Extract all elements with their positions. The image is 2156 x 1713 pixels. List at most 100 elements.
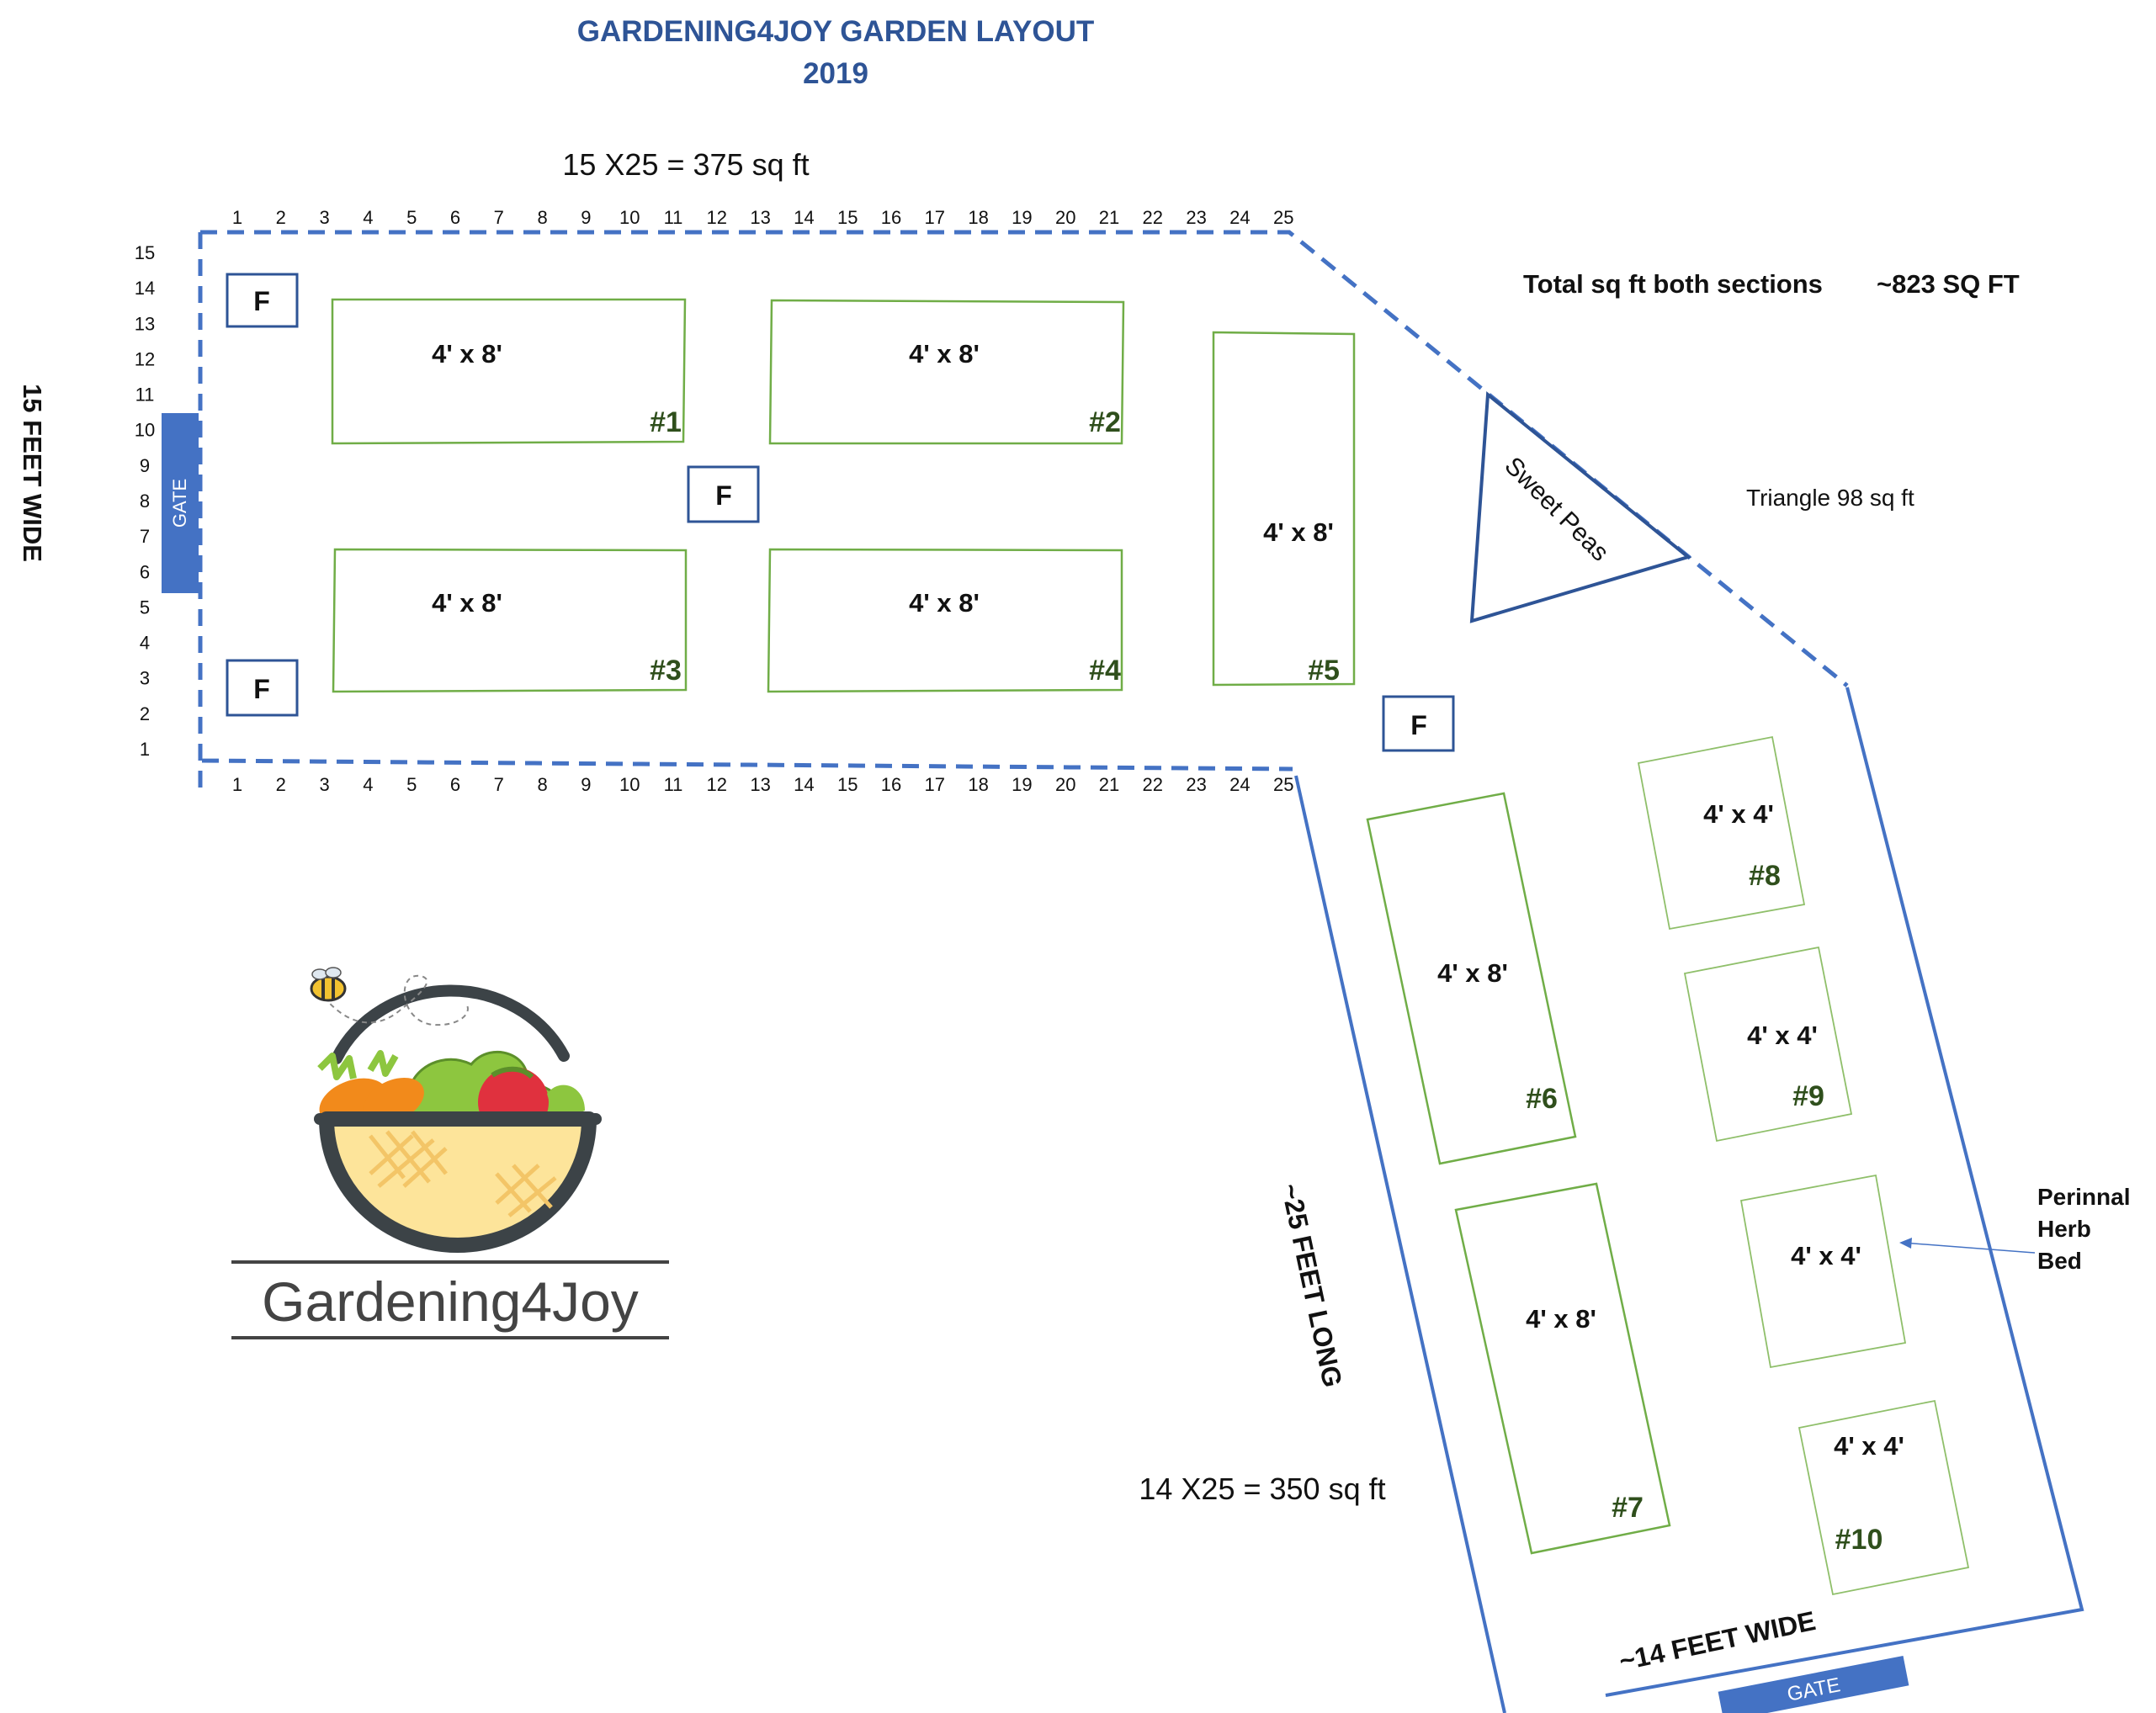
bottom-tick: 12 (707, 774, 727, 795)
section1-boundary (198, 230, 1849, 791)
page-title: GARDENING4JOY GARDEN LAYOUT (577, 15, 1095, 48)
bottom-tick: 1 (232, 774, 242, 795)
top-tick: 4 (363, 207, 373, 228)
bottom-tick: 7 (494, 774, 504, 795)
side-tick: 8 (140, 491, 150, 512)
top-tick: 12 (707, 207, 727, 228)
side-tick: 5 (140, 597, 150, 618)
top-tick: 23 (1186, 207, 1206, 228)
herb-note-line-2: Herb (2037, 1216, 2091, 1242)
svg-text:#6: #6 (1526, 1083, 1558, 1115)
bed-8: 4' x 4' #8 (1637, 735, 1806, 931)
section1-gate-label: GATE (169, 479, 190, 528)
svg-text:4' x 8': 4' x 8' (432, 339, 502, 369)
top-tick: 19 (1012, 207, 1032, 228)
svg-text:4' x 4': 4' x 4' (1703, 799, 1774, 829)
side-tick: 12 (135, 348, 155, 369)
top-tick: 25 (1273, 207, 1293, 228)
side-tick: 11 (135, 384, 155, 406)
bottom-tick: 19 (1012, 774, 1032, 795)
svg-text:#5: #5 (1308, 655, 1340, 687)
bee-icon (310, 967, 347, 1002)
top-tick: 9 (581, 207, 591, 228)
top-tick: 2 (276, 207, 286, 228)
svg-text:F: F (253, 674, 270, 704)
triangle-note: Triangle 98 sq ft (1746, 485, 1914, 511)
svg-text:#7: #7 (1612, 1492, 1644, 1524)
svg-text:4' x 4': 4' x 4' (1834, 1431, 1904, 1461)
totals-value: ~823 SQ FT (1877, 269, 2020, 299)
bed-4: 4' x 8' #4 (767, 548, 1123, 693)
svg-text:#8: #8 (1749, 860, 1781, 892)
gardening4joy-logo: Gardening4Joy (231, 967, 669, 1339)
section2-boundary (1294, 687, 2084, 1713)
bottom-tick: 16 (881, 774, 901, 795)
svg-text:#10: #10 (1835, 1524, 1883, 1556)
bottom-tick: 21 (1099, 774, 1119, 795)
feature-box-4: F (1382, 695, 1455, 752)
bottom-tick: 17 (925, 774, 945, 795)
section2-length-label: ~25 FEET LONG (1276, 1181, 1348, 1390)
side-tick: 6 (140, 561, 150, 582)
bed-1: 4' x 8' #1 (331, 298, 687, 445)
bottom-tick: 10 (619, 774, 640, 795)
side-tick: 10 (135, 420, 155, 441)
basket-bowl (319, 1111, 597, 1253)
side-tick: 7 (140, 526, 150, 547)
top-tick: 10 (619, 207, 640, 228)
herb-arrow (1902, 1242, 2036, 1254)
svg-text:#4: #4 (1089, 655, 1121, 687)
side-tick: 3 (140, 668, 150, 689)
svg-text:4' x 8': 4' x 8' (1437, 958, 1508, 988)
bottom-tick: 20 (1055, 774, 1075, 795)
svg-text:F: F (253, 286, 270, 316)
svg-text:#1: #1 (650, 406, 682, 438)
top-tick: 24 (1229, 207, 1250, 228)
svg-text:4' x 8': 4' x 8' (909, 588, 980, 618)
top-tick: 13 (750, 207, 770, 228)
basket-weave (369, 1130, 557, 1217)
page-year: 2019 (803, 57, 868, 90)
top-tick: 6 (450, 207, 460, 228)
feature-box-2: F (687, 465, 760, 523)
side-tick: 14 (135, 278, 155, 299)
top-tick: 21 (1099, 207, 1119, 228)
section1-gate (162, 413, 199, 593)
bed-6: 4' x 8' #6 (1366, 792, 1577, 1165)
section2-area-label: 14 X25 = 350 sq ft (1139, 1472, 1385, 1506)
bed-9: 4' x 4' #9 (1683, 946, 1853, 1143)
svg-text:#2: #2 (1089, 406, 1121, 438)
bed-2: 4' x 8' #2 (768, 299, 1125, 445)
svg-text:4' x 8': 4' x 8' (1263, 517, 1334, 547)
svg-text:#3: #3 (650, 655, 682, 687)
svg-text:F: F (715, 480, 732, 511)
top-tick: 11 (664, 207, 683, 228)
side-tick: 13 (135, 313, 155, 334)
triangle-label: Sweet Peas (1499, 452, 1614, 567)
bottom-tick: 14 (794, 774, 814, 795)
logo-text: Gardening4Joy (262, 1270, 639, 1333)
bed-herb: 4' x 4' (1739, 1174, 1907, 1369)
sweet-peas-triangle (1469, 391, 1692, 623)
herb-note-line-3: Bed (2037, 1248, 2082, 1274)
top-tick: 17 (925, 207, 945, 228)
side-tick: 4 (140, 633, 150, 654)
feature-box-3: F (226, 659, 299, 717)
top-tick: 18 (968, 207, 988, 228)
svg-text:4' x 8': 4' x 8' (432, 588, 502, 618)
bed-5: 4' x 8' #5 (1212, 331, 1356, 687)
side-tick: 9 (140, 455, 150, 476)
bottom-tick: 8 (537, 774, 547, 795)
bottom-tick: 4 (363, 774, 373, 795)
top-tick: 1 (232, 207, 242, 228)
feature-box-1: F (226, 273, 299, 328)
bottom-tick: 11 (664, 774, 683, 795)
top-tick: 3 (319, 207, 329, 228)
svg-text:4' x 4': 4' x 4' (1791, 1241, 1861, 1270)
bottom-tick: 23 (1186, 774, 1206, 795)
bed-3: 4' x 8' #3 (332, 548, 688, 693)
bottom-tick: 13 (750, 774, 770, 795)
